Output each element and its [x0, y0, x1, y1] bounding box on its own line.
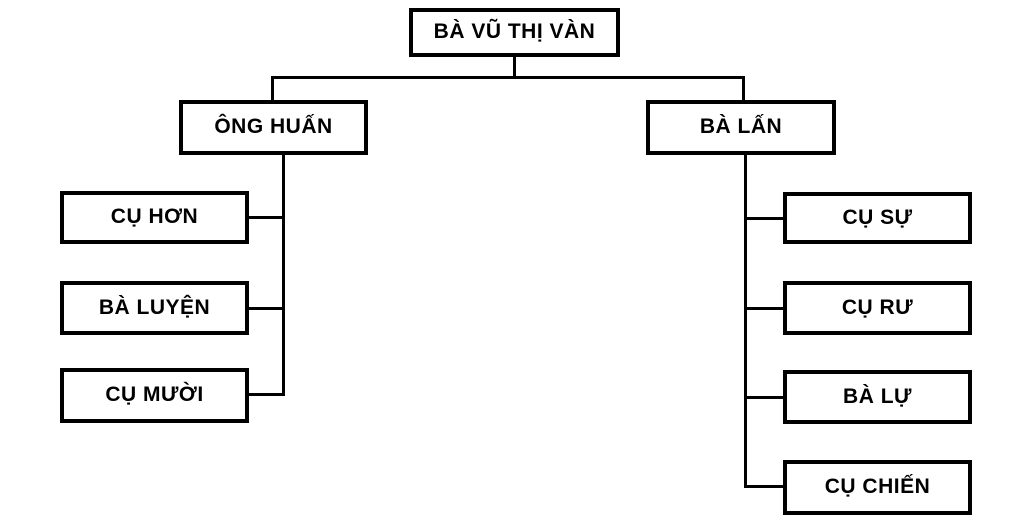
node-cu-hon: CỤ HƠN	[60, 191, 249, 244]
connector-drop-right	[742, 76, 745, 100]
node-ba-lan: BÀ LẤN	[646, 100, 836, 155]
node-ong-huan: ÔNG HUẤN	[179, 100, 368, 155]
connector-stub-ba-lu	[744, 396, 783, 399]
connector-root-drop	[513, 57, 516, 78]
connector-stub-cu-muoi	[249, 393, 282, 396]
connector-trunk-left	[282, 155, 285, 396]
connector-stub-ba-luyen	[249, 307, 282, 310]
node-ba-luyen: BÀ LUYỆN	[60, 281, 249, 335]
node-cu-chien: CỤ CHIẾN	[783, 460, 972, 515]
node-cu-muoi: CỤ MƯỜI	[60, 368, 249, 423]
node-cu-ru: CỤ RƯ	[783, 281, 972, 335]
connector-stub-cu-su	[744, 217, 783, 220]
connector-stub-cu-ru	[744, 307, 783, 310]
connector-drop-left	[271, 76, 274, 100]
node-cu-su: CỤ SỰ	[783, 192, 972, 244]
connector-stub-cu-hon	[249, 216, 282, 219]
connector-stub-cu-chien	[744, 485, 783, 488]
connector-trunk-right	[744, 155, 747, 488]
node-ba-lu: BÀ LỰ	[783, 370, 972, 424]
node-root-ba-vu-thi-van: BÀ VŨ THỊ VÀN	[409, 8, 620, 57]
connector-split-horizontal	[271, 76, 745, 79]
